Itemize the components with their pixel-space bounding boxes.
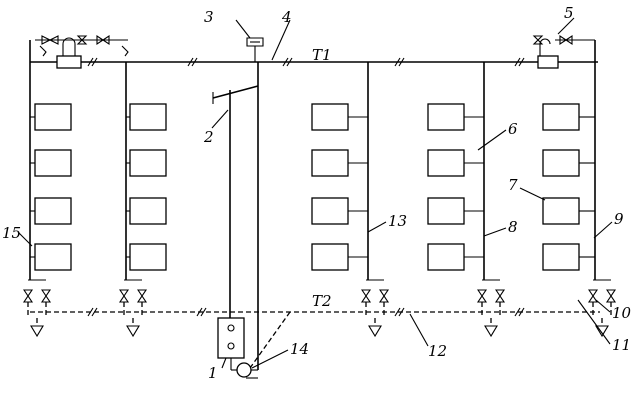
- riser-1-drain-symbol: [30, 325, 44, 338]
- risers: [22, 62, 617, 338]
- air-vent-riser-2: [95, 34, 129, 57]
- riser-5-radiator: [542, 243, 580, 271]
- riser-5-drain-symbol: [595, 325, 609, 338]
- riser-4: [427, 62, 506, 338]
- riser-4-radiator: [427, 243, 465, 271]
- return-label: T2: [312, 292, 332, 310]
- riser-2-valve: [118, 289, 130, 303]
- supply-main: [29, 40, 598, 67]
- callouts: 1 2 3 4 5 6 7 8 9 10 11 12 13 14 15: [2, 4, 632, 382]
- air-collector-right: [532, 34, 595, 69]
- callout-6: 6: [508, 120, 518, 138]
- expansion-tank: [246, 37, 264, 62]
- riser-1-radiator: [34, 243, 72, 271]
- riser-3: [311, 62, 390, 338]
- riser-2-radiator: [129, 197, 167, 225]
- supply-label: T1: [312, 46, 332, 64]
- riser-3-drain-symbol: [368, 325, 382, 338]
- riser-1: [22, 62, 72, 338]
- riser-3-valve: [360, 289, 372, 303]
- callout-9: 9: [614, 210, 624, 228]
- riser-5-radiator: [542, 197, 580, 225]
- callout-5: 5: [564, 4, 574, 22]
- callout-3: 3: [204, 8, 214, 26]
- riser-4-drain-symbol: [484, 325, 498, 338]
- callout-1: 1: [208, 364, 218, 382]
- riser-2: [118, 62, 167, 338]
- riser-5-radiator: [542, 149, 580, 177]
- riser-4-valve: [494, 289, 506, 303]
- riser-5-valve: [605, 289, 617, 303]
- callout-8: 8: [508, 218, 518, 236]
- riser-5-radiator: [542, 103, 580, 131]
- leader-lines: [17, 17, 613, 369]
- riser-2-radiator: [129, 103, 167, 131]
- riser-1-radiator: [34, 103, 72, 131]
- riser-4-valve: [476, 289, 488, 303]
- callout-10: 10: [612, 304, 632, 322]
- main-riser: [212, 62, 259, 379]
- riser-3-radiator: [311, 103, 349, 131]
- riser-1-valve: [40, 289, 52, 303]
- riser-2-drain-symbol: [126, 325, 140, 338]
- callout-4: 4: [281, 8, 292, 26]
- riser-3-radiator: [311, 197, 349, 225]
- riser-4-radiator: [427, 149, 465, 177]
- callout-2: 2: [203, 128, 214, 146]
- riser-2-radiator: [129, 149, 167, 177]
- riser-3-radiator: [311, 149, 349, 177]
- callout-14: 14: [290, 340, 309, 358]
- riser-4-radiator: [427, 103, 465, 131]
- riser-1-radiator: [34, 149, 72, 177]
- callout-7: 7: [508, 176, 518, 194]
- riser-4-radiator: [427, 197, 465, 225]
- callout-15: 15: [2, 224, 21, 242]
- riser-1-valve: [22, 289, 34, 303]
- riser-5-valve: [587, 289, 599, 303]
- callout-11: 11: [612, 336, 631, 354]
- riser-3-valve: [378, 289, 390, 303]
- return-main: [30, 307, 600, 376]
- riser-3-radiator: [311, 243, 349, 271]
- riser-1-radiator: [34, 197, 72, 225]
- air-collector-left: [35, 35, 95, 69]
- riser-2-radiator: [129, 243, 167, 271]
- riser-5: [542, 62, 617, 338]
- riser-2-valve: [136, 289, 148, 303]
- callout-12: 12: [428, 342, 447, 360]
- callout-13: 13: [388, 212, 407, 230]
